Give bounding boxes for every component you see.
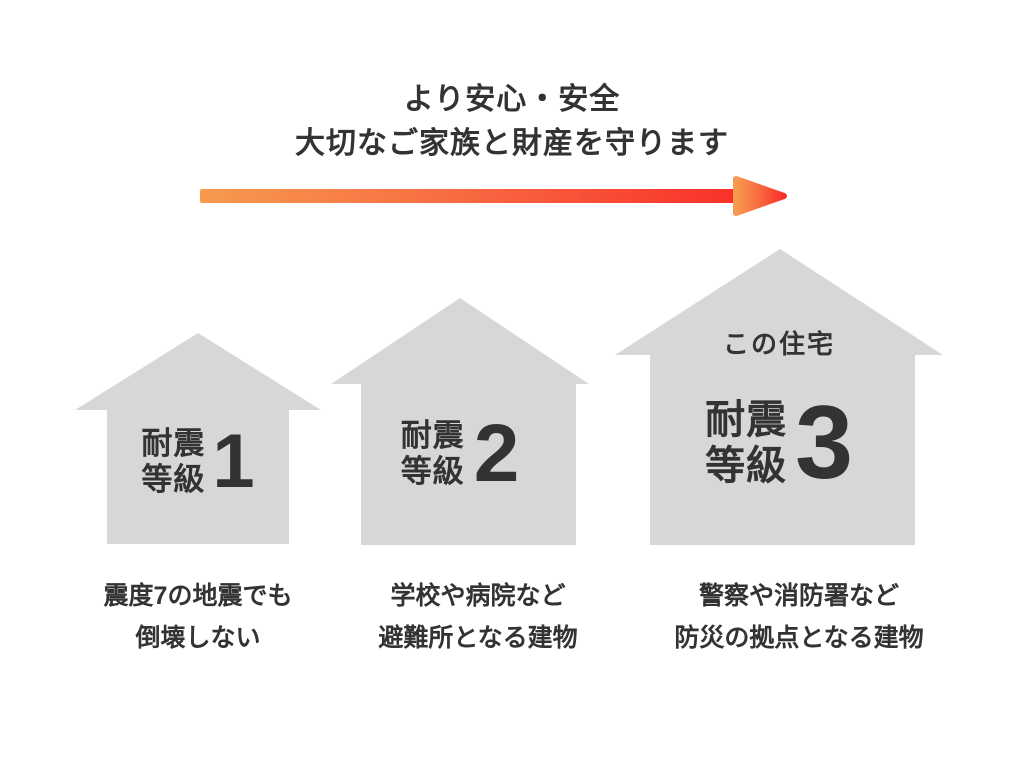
caption-grade-2: 学校や病院など 避難所となる建物: [328, 575, 628, 659]
caption-2-line-1: 学校や病院など: [390, 582, 566, 610]
headline-line-1: より安心・安全: [403, 83, 621, 116]
house-1-grade-line-2: 等級: [141, 462, 206, 498]
house-1-grade-number: 1: [212, 419, 255, 504]
arrow-shaft-and-head: [200, 176, 787, 216]
house-3-grade-text: 耐震 等級 3: [612, 385, 946, 501]
house-1-grade-line-1: 耐震: [141, 426, 206, 462]
headline-line-2: 大切なご家族と財産を守ります: [295, 127, 729, 160]
house-2-grade-text: 耐震 等級 2: [328, 408, 592, 499]
caption-3-line-1: 警察や消防署など: [698, 582, 899, 610]
caption-grade-1: 震度7の地震でも 倒壊しない: [48, 575, 348, 659]
caption-grade-3: 警察や消防署など 防災の拠点となる建物: [634, 575, 964, 659]
house-3-grade-number: 3: [795, 385, 853, 501]
house-1-grade-words: 耐震 等級: [141, 426, 205, 498]
caption-1-line-1: 震度7の地震でも: [103, 582, 293, 610]
house-3-badge: この住宅: [722, 329, 835, 359]
house-shape-1: [75, 333, 321, 544]
house-2-grade-words: 耐震 等級: [401, 418, 465, 490]
caption-2-line-2: 避難所となる建物: [378, 624, 578, 652]
house-3-grade-line-2: 等級: [705, 444, 788, 489]
house-2-grade-line-1: 耐震: [400, 417, 465, 453]
house-grade-3: この住宅 耐震 等級 3: [612, 246, 946, 550]
house-shape-2: [331, 298, 589, 545]
house-3-grade-words: 耐震 等級: [705, 397, 787, 489]
caption-3-line-2: 防災の拠点となる建物: [674, 624, 924, 652]
house-3-grade-line-1: 耐震: [705, 398, 788, 443]
house-grade-1: 耐震 等級 1: [72, 330, 324, 550]
house-1-grade-text: 耐震 等級 1: [72, 419, 324, 504]
headline: より安心・安全 大切なご家族と財産を守ります: [0, 78, 1024, 166]
caption-1-line-2: 倒壊しない: [135, 624, 261, 652]
house-grade-2: 耐震 等級 2: [328, 295, 592, 550]
house-2-grade-number: 2: [473, 408, 520, 499]
progress-arrow: [196, 176, 796, 220]
house-2-grade-line-2: 等級: [400, 453, 465, 489]
house-shape-3: [615, 249, 943, 545]
